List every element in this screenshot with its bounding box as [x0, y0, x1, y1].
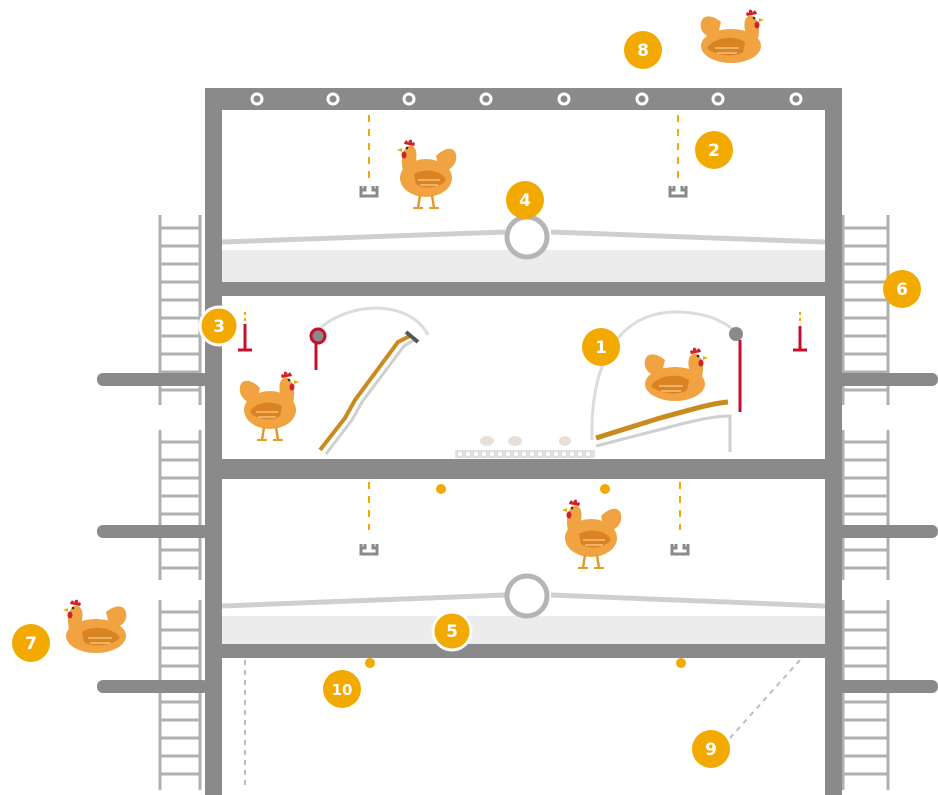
egg-icon	[480, 436, 494, 446]
nest-box-left	[311, 308, 428, 454]
drinker-left	[238, 312, 252, 350]
drinker-right	[793, 312, 807, 350]
badge-10: 10	[323, 670, 361, 708]
badge-8: 8	[624, 31, 662, 69]
badge-6: 6	[883, 270, 921, 308]
badge-5: 5	[433, 612, 471, 650]
hen-sitting-icon	[645, 348, 708, 401]
feeder-cup-icon	[670, 186, 686, 196]
badge-2: 2	[695, 131, 733, 169]
feeder-cup-icon	[672, 544, 688, 554]
badge-9: 9	[692, 730, 730, 768]
hen-icon	[397, 140, 456, 208]
egg-icon	[559, 436, 571, 446]
hen-sitting-icon	[63, 600, 126, 653]
svg-text:10: 10	[332, 681, 353, 699]
svg-text:8: 8	[637, 41, 649, 61]
svg-text:2: 2	[708, 141, 720, 161]
egg-belt	[455, 436, 595, 458]
badge-3: 3	[200, 307, 238, 345]
hen-icon	[240, 372, 299, 440]
egg-icon	[508, 436, 522, 446]
svg-text:7: 7	[25, 634, 37, 654]
svg-text:4: 4	[519, 191, 531, 211]
feed-chain-top	[507, 217, 547, 257]
svg-text:5: 5	[446, 622, 458, 642]
badge-7: 7	[12, 624, 50, 662]
svg-text:6: 6	[896, 280, 908, 300]
right-ladders	[843, 215, 888, 790]
drinker-lines-bottom	[369, 482, 680, 530]
left-ladders	[160, 215, 200, 790]
feeder-cup-icon	[361, 186, 377, 196]
badge-1: 1	[582, 328, 620, 366]
svg-text:1: 1	[595, 338, 607, 358]
badge-4: 4	[506, 181, 544, 219]
feed-chain-bottom	[507, 576, 547, 616]
hen-sitting-icon	[701, 10, 764, 63]
hen-icon	[562, 500, 621, 568]
feeder-cup-icon	[361, 544, 377, 554]
svg-text:9: 9	[705, 740, 717, 760]
svg-text:3: 3	[213, 317, 225, 337]
